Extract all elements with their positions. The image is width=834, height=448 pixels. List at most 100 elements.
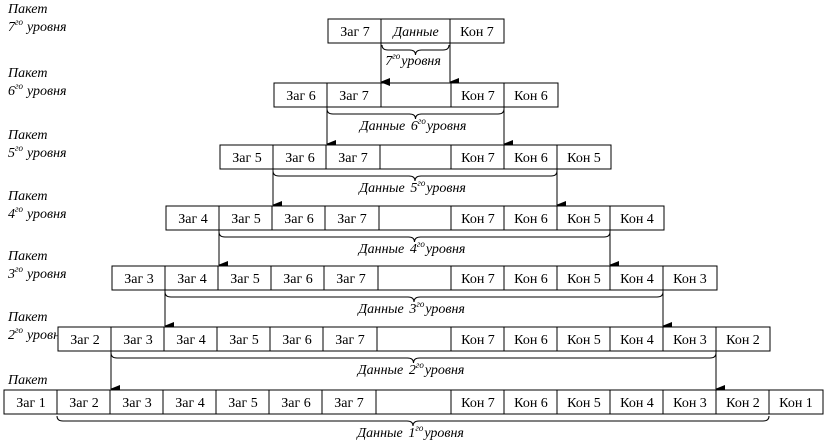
trailer-cell: Кон 6: [503, 265, 559, 291]
header-cell-box: [215, 389, 271, 415]
header-cell: Заг 6: [269, 326, 325, 352]
level-label-number: 6: [8, 84, 15, 99]
header-cell-box: [325, 144, 381, 170]
header-cell: Заг 4: [165, 205, 221, 231]
trailer-cell: Кон 7: [450, 205, 506, 231]
trailer-cell-label: Кон 5: [567, 333, 601, 348]
trailer-cell: Кон 3: [662, 326, 718, 352]
header-cell-box: [321, 389, 377, 415]
header-cell: Заг 1: [3, 389, 59, 415]
data-caption-prefix: Данные: [356, 302, 404, 317]
trailer-cell-label: Кон 6: [514, 396, 548, 411]
trailer-cell-box: [556, 205, 612, 231]
trailer-cell: Кон 2: [715, 389, 771, 415]
header-cell-label: Заг 7: [334, 396, 363, 411]
trailer-cell-label: Кон 5: [567, 212, 601, 227]
level-label-packet: Пакет: [7, 128, 47, 143]
trailer-cell-box: [450, 205, 506, 231]
header-cell-label: Заг 4: [175, 396, 204, 411]
header-cell-label: Заг 6: [285, 151, 314, 166]
header-cell-box: [111, 265, 167, 291]
data-caption-prefix: Данные: [357, 181, 405, 196]
header-cell: Заг 7: [321, 389, 377, 415]
header-cell-box: [165, 205, 221, 231]
trailer-cell-label: Кон 3: [673, 333, 707, 348]
header-cell-label: Заг 6: [283, 272, 312, 287]
trailer-cell-label: Кон 4: [620, 272, 654, 287]
data-caption-word: уровня: [423, 302, 465, 317]
trailer-cell-label: Кон 7: [461, 396, 495, 411]
trailer-cell-box: [503, 144, 559, 170]
data-caption-number: 5: [410, 181, 417, 196]
trailer-cell-box: [503, 82, 559, 108]
data-caption-number: 2: [409, 363, 416, 378]
header-cell-label: Заг 6: [282, 333, 311, 348]
header-cell-box: [109, 389, 165, 415]
trailer-cell: Кон 4: [609, 389, 665, 415]
level-label-number: 2: [8, 328, 15, 343]
level-label-suffix: го: [15, 264, 24, 274]
level-label-packet: Пакет: [7, 2, 47, 17]
data-caption-word: уровня: [425, 119, 467, 134]
header-cell: Заг 7: [327, 18, 383, 44]
header-cell-label: Заг 5: [229, 333, 258, 348]
level-label-packet: Пакет: [7, 189, 47, 204]
trailer-cell-box: [715, 389, 771, 415]
header-cell: Заг 2: [56, 389, 112, 415]
trailer-cell: Кон 3: [662, 265, 718, 291]
trailer-cell-box: [609, 205, 665, 231]
data-brace: [326, 108, 505, 120]
trailer-cell-label: Кон 5: [567, 272, 601, 287]
data-brace: [272, 170, 558, 182]
data-caption-word: уровня: [399, 54, 441, 69]
level-label-packet: Пакет: [7, 66, 47, 81]
header-cell: Заг 7: [323, 265, 379, 291]
header-cell-box: [3, 389, 59, 415]
header-cell-label: Заг 5: [228, 396, 257, 411]
trailer-cell: Кон 2: [715, 326, 771, 352]
trailer-cell: Кон 5: [556, 326, 612, 352]
trailer-cell-label: Кон 2: [726, 396, 760, 411]
level-label-packet: Пакет: [7, 249, 47, 264]
data-caption-suffix: го: [417, 178, 426, 188]
header-cell: Заг 5: [217, 265, 273, 291]
trailer-cell: Кон 7: [449, 18, 505, 44]
header-cell-box: [219, 144, 275, 170]
trailer-cell-label: Кон 6: [514, 212, 548, 227]
trailer-cell-box: [503, 326, 559, 352]
trailer-cell-box: [556, 144, 612, 170]
trailer-cell: Кон 4: [609, 326, 665, 352]
trailer-cell-label: Кон 7: [461, 333, 495, 348]
trailer-cell-box: [503, 389, 559, 415]
trailer-cell: Кон 5: [556, 389, 612, 415]
trailer-cell: Кон 7: [450, 144, 506, 170]
data-cell-label: Данные: [391, 25, 439, 40]
header-cell-box: [323, 265, 379, 291]
header-cell: Заг 3: [109, 389, 165, 415]
trailer-cell-label: Кон 1: [779, 396, 813, 411]
trailer-cell: Кон 6: [503, 144, 559, 170]
trailer-cell-box: [503, 265, 559, 291]
header-cell-box: [163, 326, 219, 352]
trailer-cell: Кон 1: [768, 389, 824, 415]
header-cell-label: Заг 6: [286, 89, 315, 104]
header-cell-label: Заг 5: [232, 151, 261, 166]
trailer-cell-box: [609, 389, 665, 415]
header-cell-box: [164, 265, 220, 291]
header-cell: Заг 5: [215, 389, 271, 415]
header-cell-box: [322, 326, 378, 352]
header-cell: Заг 6: [271, 205, 327, 231]
data-caption-number: 3: [408, 302, 416, 317]
header-cell: Заг 7: [322, 326, 378, 352]
trailer-cell: Кон 4: [609, 265, 665, 291]
header-cell-label: Заг 5: [231, 212, 260, 227]
